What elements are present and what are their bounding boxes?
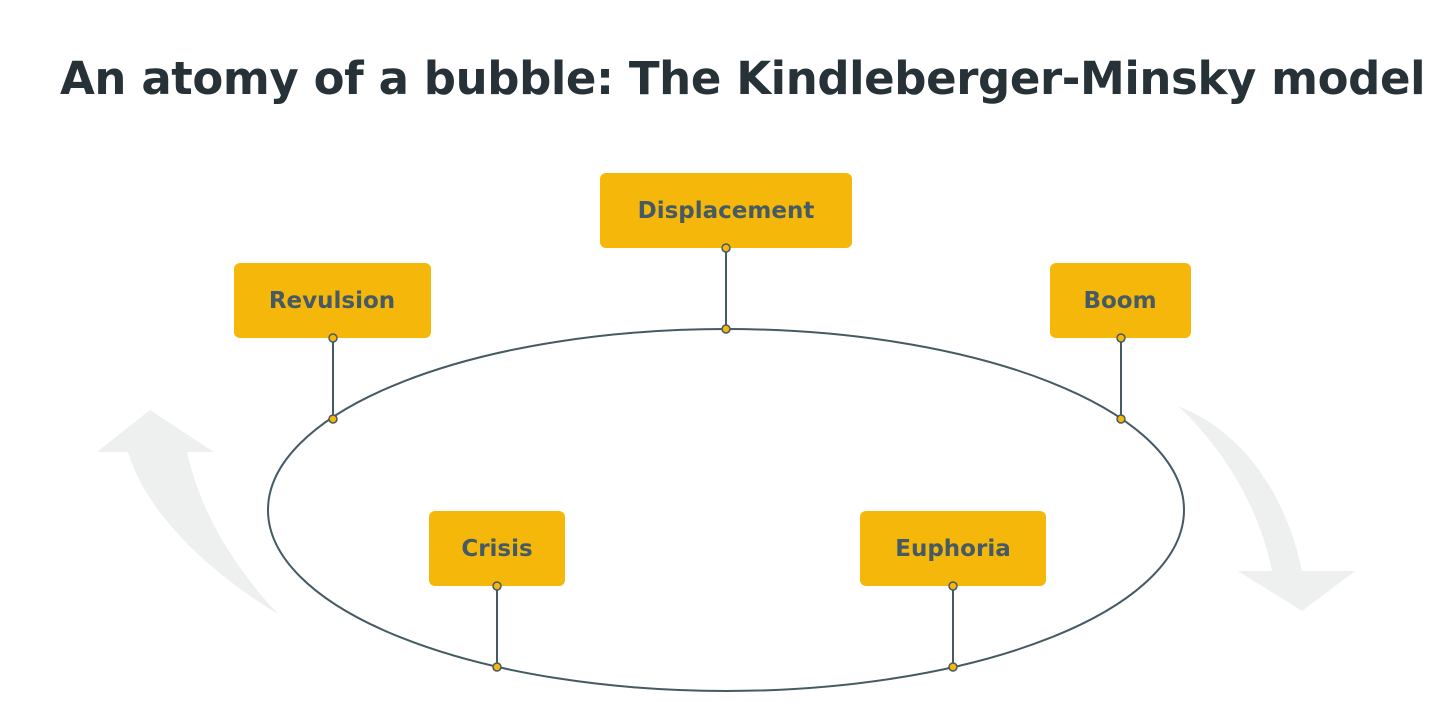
stage-euphoria-dot-top xyxy=(948,581,958,591)
stage-crisis-label: Crisis xyxy=(461,536,532,562)
stage-displacement-label: Displacement xyxy=(638,198,815,224)
cycle-arrow-right-icon xyxy=(1178,406,1355,611)
stage-displacement: Displacement xyxy=(600,173,852,334)
stage-revulsion-box xyxy=(234,263,431,338)
stage-euphoria-label: Euphoria xyxy=(895,536,1010,562)
stage-revulsion: Revulsion xyxy=(234,263,431,424)
stage-crisis-dot-bottom xyxy=(492,662,502,672)
stage-boom-box xyxy=(1050,263,1191,338)
stage-euphoria-dot-bottom xyxy=(948,662,958,672)
stage-boom: Boom xyxy=(1050,263,1191,424)
stage-crisis: Crisis xyxy=(429,511,565,672)
cycle-ellipse xyxy=(267,328,1185,692)
stage-displacement-dot-bottom xyxy=(721,324,731,334)
stage-boom-dot-top xyxy=(1116,333,1126,343)
stage-displacement-box xyxy=(600,173,852,248)
stage-euphoria-box xyxy=(860,511,1046,586)
stage-euphoria: Euphoria xyxy=(860,511,1046,672)
stage-crisis-dot-top xyxy=(492,581,502,591)
stage-revulsion-dot-top xyxy=(328,333,338,343)
page-title: An atomy of a bubble: The Kindleberger-M… xyxy=(60,52,1426,105)
stage-boom-label: Boom xyxy=(1083,288,1156,314)
stage-boom-dot-bottom xyxy=(1116,414,1126,424)
stage-crisis-box xyxy=(429,511,565,586)
stage-displacement-dot-top xyxy=(721,243,731,253)
stage-revulsion-label: Revulsion xyxy=(269,288,395,314)
stage-revulsion-dot-bottom xyxy=(328,414,338,424)
cycle-arrow-left-icon xyxy=(97,410,278,614)
